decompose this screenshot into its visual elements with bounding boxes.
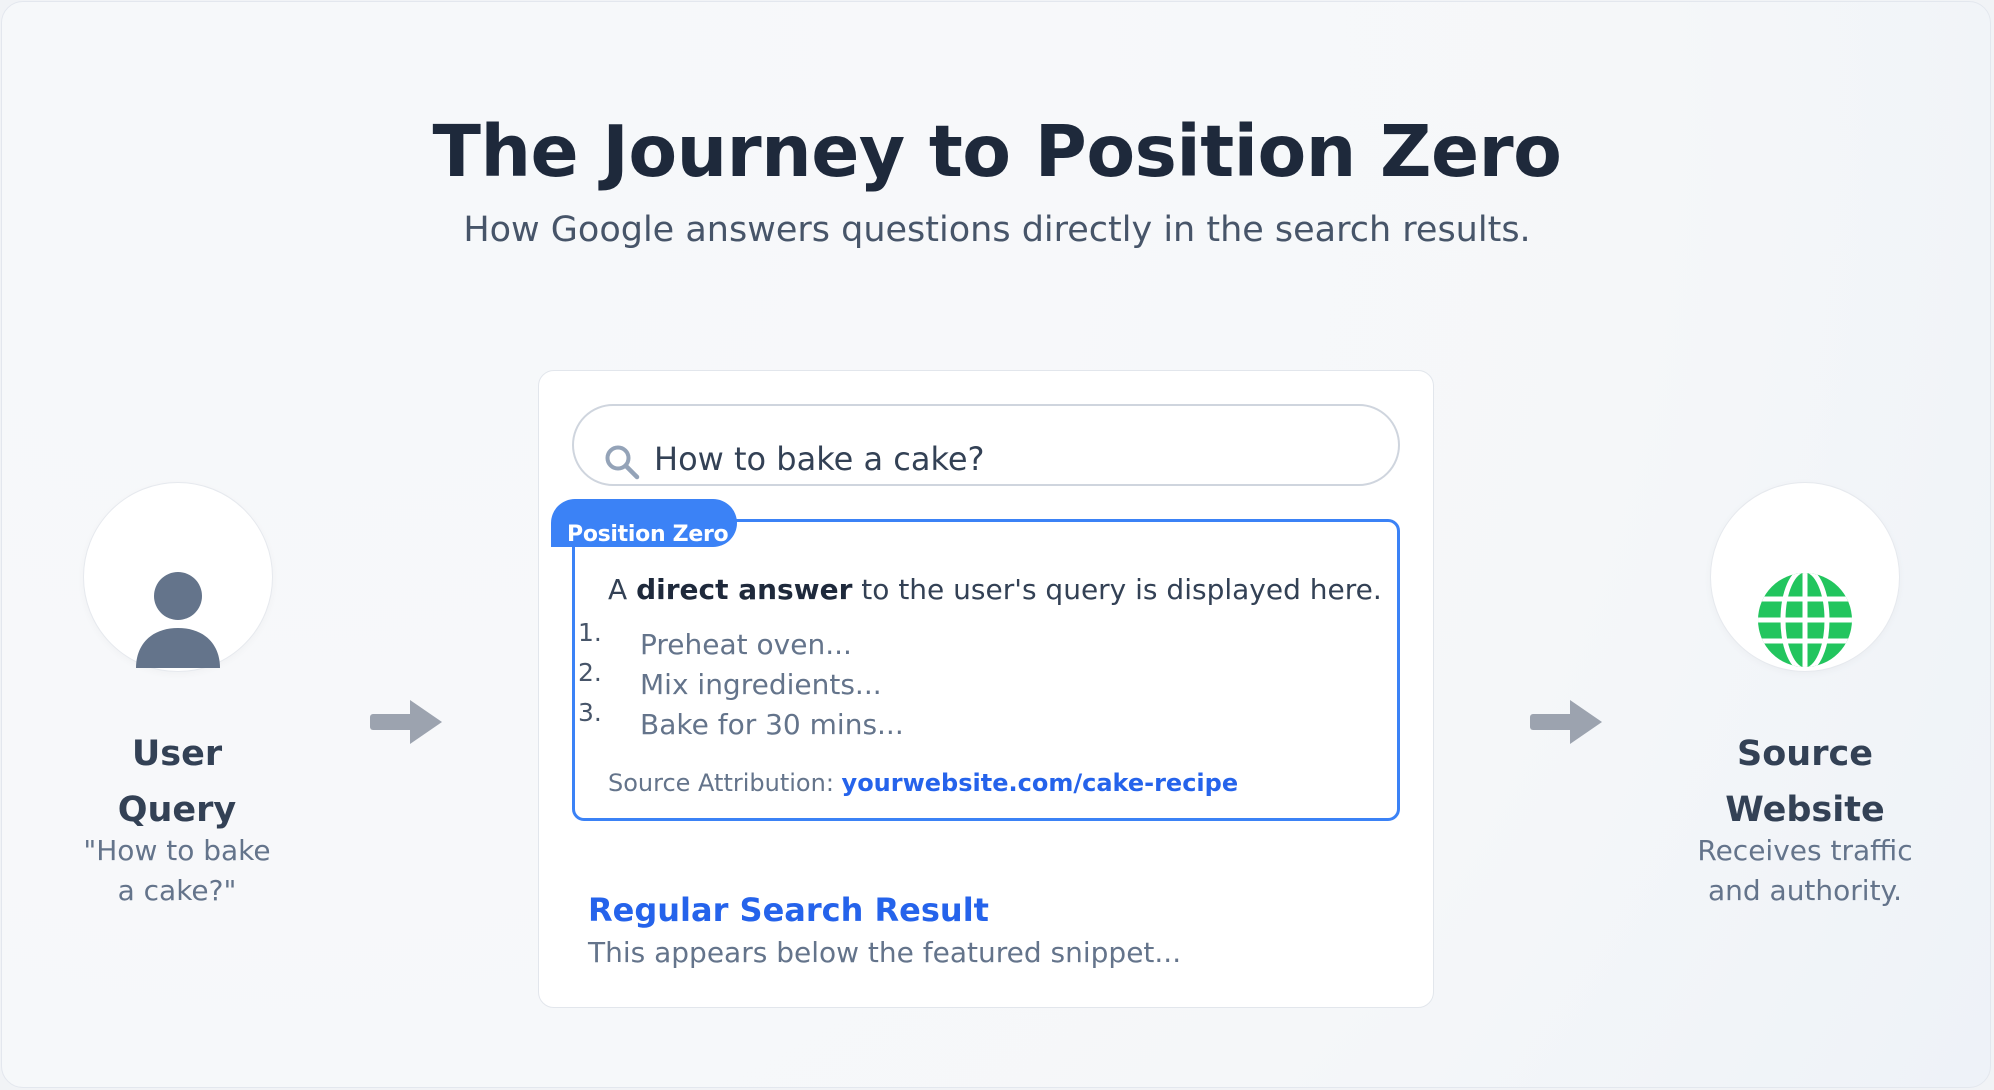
globe-icon <box>1758 573 1852 667</box>
step-text-3: Bake for 30 mins... <box>640 708 904 741</box>
search-input[interactable] <box>572 404 1400 486</box>
arrow-right-icon <box>1530 700 1602 744</box>
position-zero-badge <box>551 499 737 547</box>
regular-result-description: This appears below the featured snippet.… <box>588 936 1182 969</box>
arrow-right-icon <box>370 700 442 744</box>
user-node-label-line1: User <box>131 734 223 774</box>
user-node-desc-line2: a cake?" <box>117 874 237 907</box>
source-node-label-line1: Source <box>1737 734 1873 774</box>
user-node-label-line2: Query <box>117 790 237 830</box>
step-number-2: 2. <box>578 658 602 687</box>
position-zero-badge-label: Position Zero <box>567 522 729 547</box>
page-title: The Journey to Position Zero <box>432 110 1562 193</box>
source-attribution: Source Attribution: yourwebsite.com/cake… <box>608 769 1238 797</box>
step-number-3: 3. <box>578 698 602 727</box>
featured-snippet-box <box>572 519 1400 821</box>
snippet-lead-prefix: A <box>608 573 637 606</box>
source-node-desc-line2: and authority. <box>1707 874 1903 907</box>
step-text-2: Mix ingredients... <box>640 668 882 701</box>
step-text-1: Preheat oven... <box>640 628 852 661</box>
user-node-desc-line1: "How to bake <box>83 834 271 867</box>
snippet-lead-suffix: to the user's query is displayed here. <box>852 573 1382 606</box>
source-node-label-line2: Website <box>1725 790 1885 830</box>
snippet-lead-text: A direct answer to the user's query is d… <box>608 573 1382 606</box>
page-subtitle: How Google answers questions directly in… <box>463 210 1531 250</box>
search-icon <box>605 445 640 480</box>
source-node-desc-line1: Receives traffic <box>1697 834 1913 867</box>
regular-result-title-link[interactable]: Regular Search Result <box>588 891 989 929</box>
source-attribution-link[interactable]: yourwebsite.com/cake-recipe <box>841 769 1239 797</box>
source-attribution-label: Source Attribution: <box>608 769 842 797</box>
snippet-lead-bold: direct answer <box>636 573 853 606</box>
step-number-1: 1. <box>578 618 602 647</box>
user-icon <box>136 572 220 668</box>
search-query-text[interactable]: How to bake a cake? <box>654 440 985 478</box>
